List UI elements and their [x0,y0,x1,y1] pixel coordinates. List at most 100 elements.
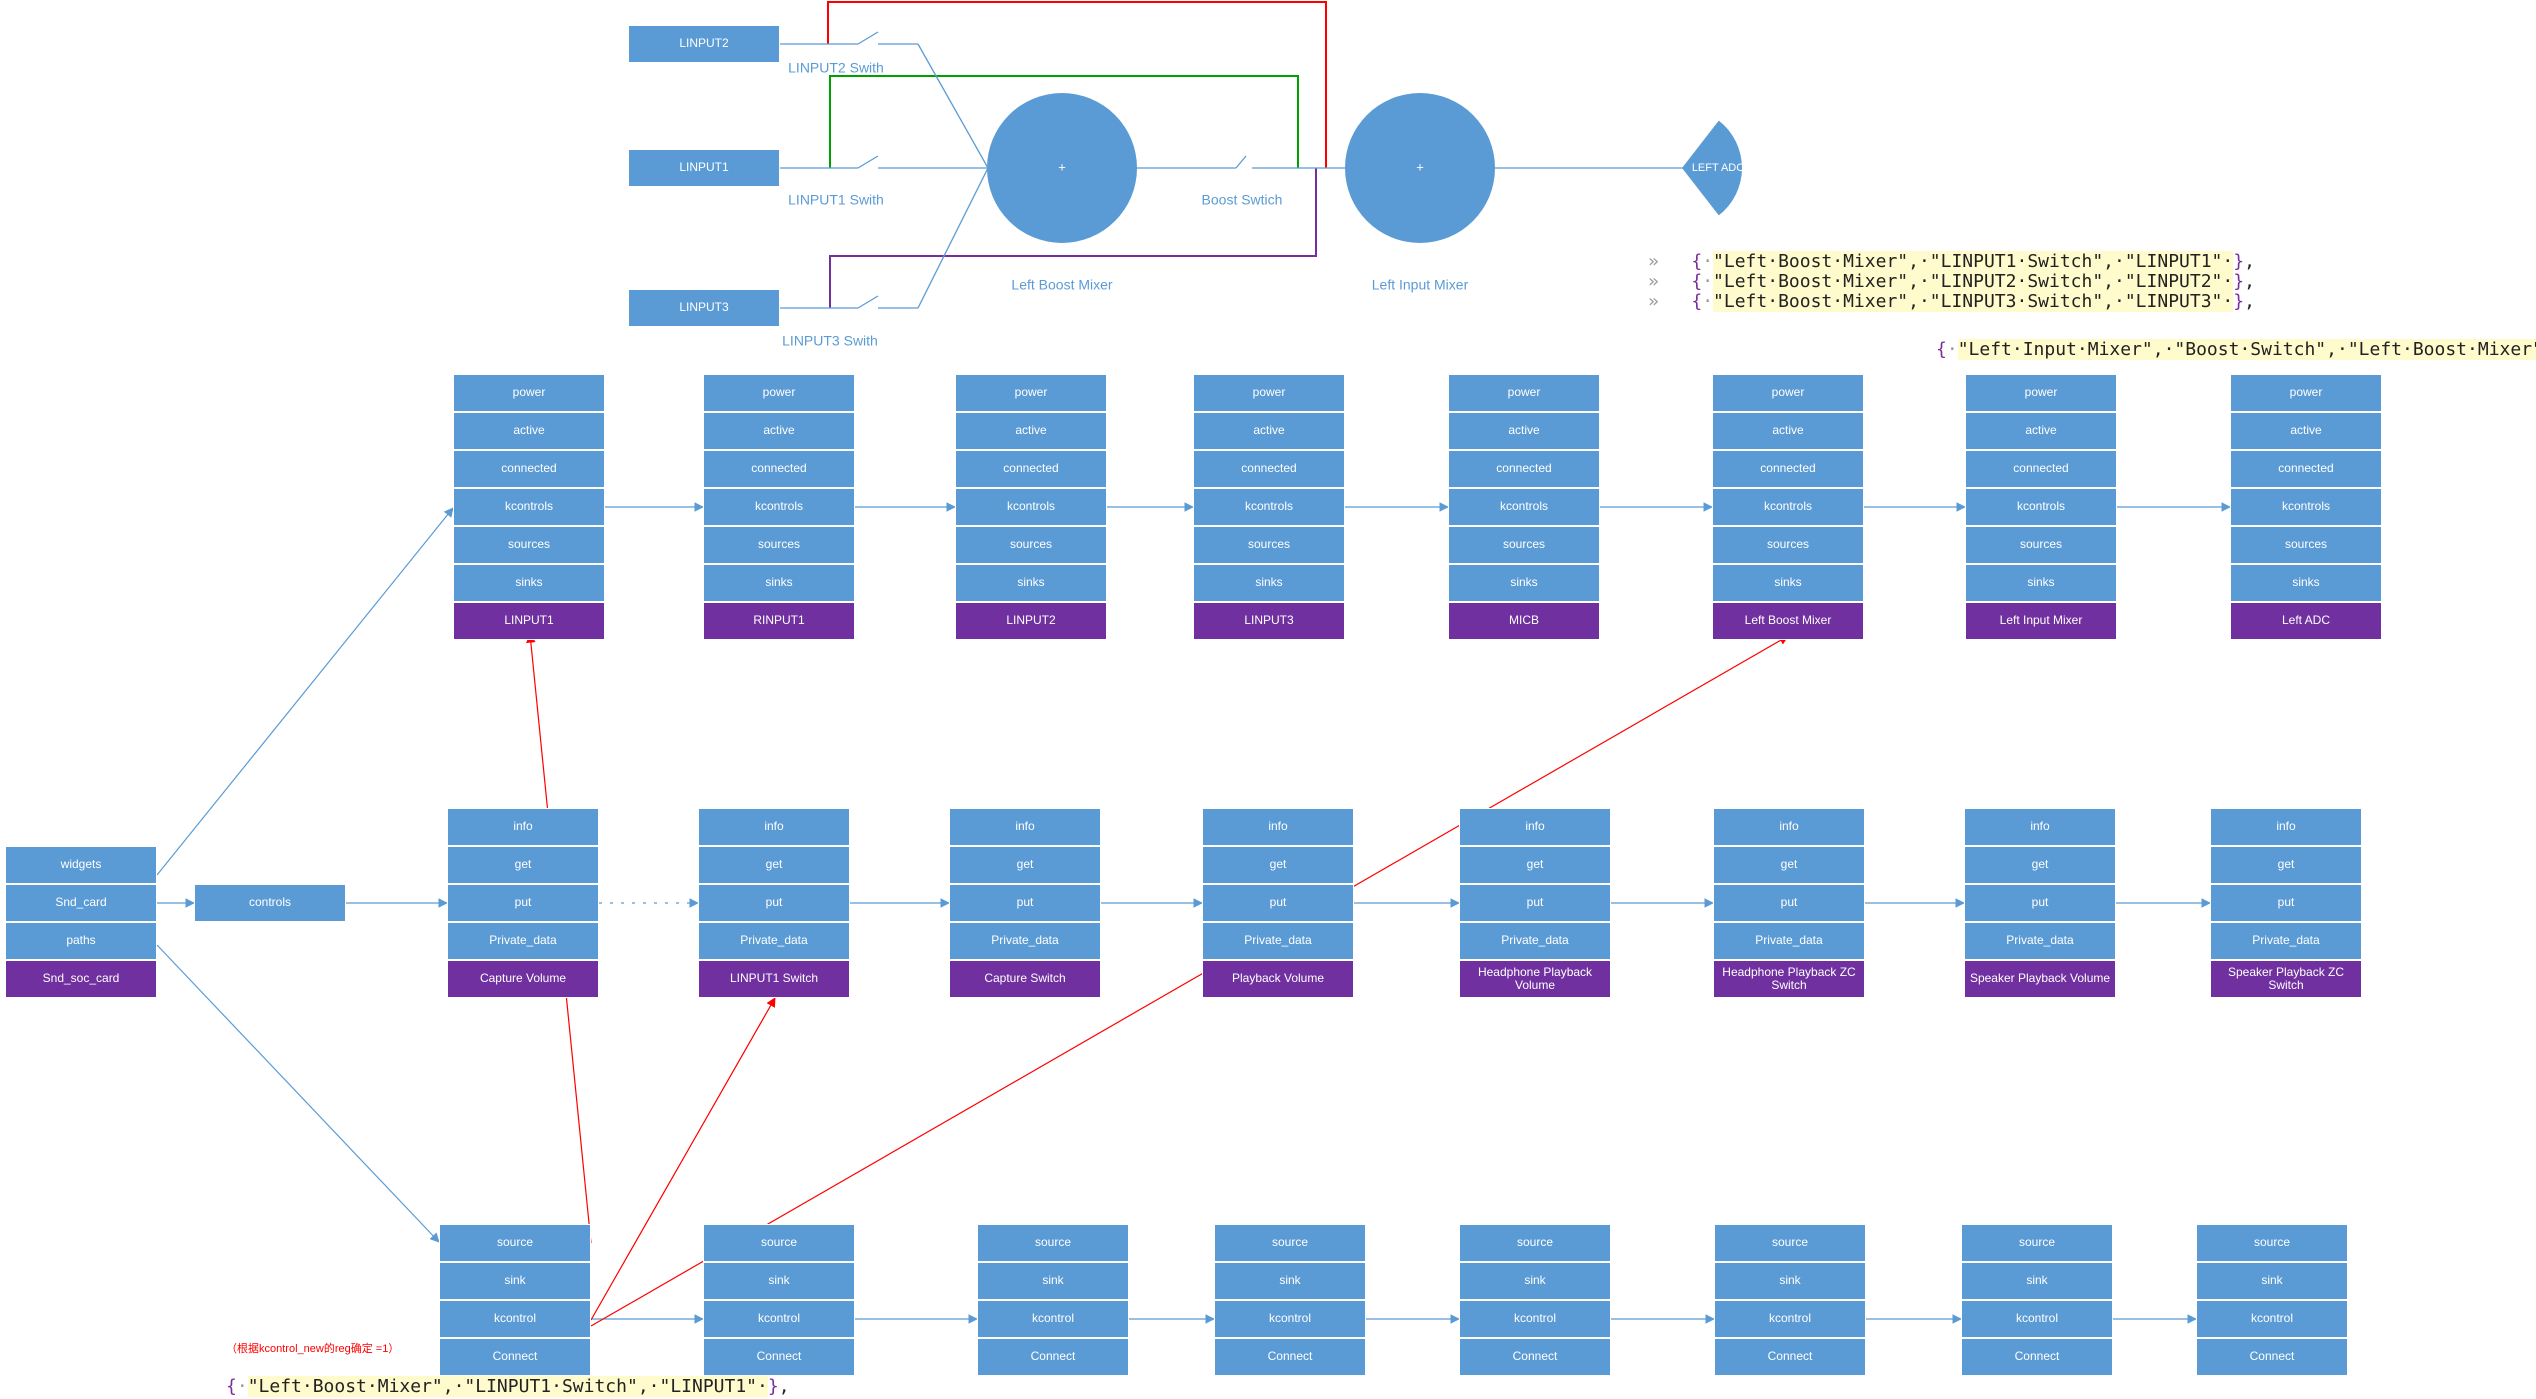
widget-left-input-mixer-field-active: active [1965,412,2117,450]
wire-green [829,75,1299,168]
left-adc-shape [1682,120,1743,216]
widget-left-input-mixer-name: Left Input Mixer [1965,602,2117,640]
widget-linput3-field-kcontrols: kcontrols [1193,488,1345,526]
path-6-field-source: source [1714,1224,1866,1262]
card-field-paths: paths [5,922,157,960]
widget-left-boost-mixer-field-active: active [1712,412,1864,450]
widget-linput2-name: LINPUT2 [955,602,1107,640]
bottom-route-code: {·"Left·Boost·Mixer",·"LINPUT1·Switch",·… [226,1376,790,1397]
widget-linput2-field-connected: connected [955,450,1107,488]
widget-left-adc-field-sinks: sinks [2230,564,2382,602]
path-4-field-connect: Connect [1214,1338,1366,1376]
card-field-snd-card: Snd_card [5,884,157,922]
widget-linput1-field-kcontrols: kcontrols [453,488,605,526]
mixer-feed-linput3 [917,167,989,309]
widget-linput1-field-connected: connected [453,450,605,488]
control-headphone-playback-volume-field-private_data: Private_data [1459,922,1611,960]
path-7-field-kcontrol: kcontrol [1961,1300,2113,1338]
control-capture-switch-name: Capture Switch [949,960,1101,998]
control-capture-volume-field-private_data: Private_data [447,922,599,960]
route-code-line-1: » {·"Left·Boost·Mixer",·"LINPUT1·Switch"… [1648,251,2255,272]
boost-switch-label: Boost Swtich [1202,192,1283,208]
widget-linput3-field-sinks: sinks [1193,564,1345,602]
control-capture-volume-field-info: info [447,808,599,846]
path-2-field-connect: Connect [703,1338,855,1376]
widget-rinput1-field-kcontrols: kcontrols [703,488,855,526]
control-headphone-playback-zc-switch-field-put: put [1713,884,1865,922]
control-speaker-playback-zc-switch-field-info: info [2210,808,2362,846]
widget-rinput1-field-active: active [703,412,855,450]
widget-left-input-mixer-field-kcontrols: kcontrols [1965,488,2117,526]
widget-linput1-field-power: power [453,374,605,412]
path-3-field-sink: sink [977,1262,1129,1300]
widget-linput3-name: LINPUT3 [1193,602,1345,640]
path-1-field-source: source [439,1224,591,1262]
linput2-switch-label: LINPUT2 Swith [788,60,884,76]
control-headphone-playback-zc-switch-name: Headphone Playback ZC Switch [1713,960,1865,998]
control-headphone-playback-volume-field-get: get [1459,846,1611,884]
control-headphone-playback-volume-field-info: info [1459,808,1611,846]
card-field-widgets: widgets [5,846,157,884]
widget-linput2-field-active: active [955,412,1107,450]
path-1-field-connect: Connect [439,1338,591,1376]
boost-switch-blade [1235,155,1247,169]
path-6-field-sink: sink [1714,1262,1866,1300]
widget-linput2-field-sinks: sinks [955,564,1107,602]
widget-micb-field-sources: sources [1448,526,1600,564]
path-8-field-connect: Connect [2196,1338,2348,1376]
path-4-field-kcontrol: kcontrol [1214,1300,1366,1338]
widget-left-boost-mixer-field-sinks: sinks [1712,564,1864,602]
widget-left-boost-mixer-field-connected: connected [1712,450,1864,488]
path-4-field-sink: sink [1214,1262,1366,1300]
widget-left-input-mixer-field-connected: connected [1965,450,2117,488]
path-7-field-sink: sink [1961,1262,2113,1300]
widget-rinput1-field-sinks: sinks [703,564,855,602]
left-input-mixer-circle [1345,93,1495,243]
control-linput1-switch-field-info: info [698,808,850,846]
card-controls-box: controls [194,884,346,922]
widget-linput1-field-active: active [453,412,605,450]
left-boost-mixer-label: Left Boost Mixer [1011,277,1112,293]
card-title: Snd_soc_card [5,960,157,998]
widget-left-input-mixer-field-power: power [1965,374,2117,412]
control-headphone-playback-zc-switch-field-info: info [1713,808,1865,846]
widget-rinput1-field-connected: connected [703,450,855,488]
widget-left-adc-field-kcontrols: kcontrols [2230,488,2382,526]
card-to-widgets-arrow [156,507,454,876]
widget-rinput1-field-sources: sources [703,526,855,564]
path-8-field-source: source [2196,1224,2348,1262]
widget-left-adc-field-active: active [2230,412,2382,450]
path-1-field-kcontrol: kcontrol [439,1300,591,1338]
control-headphone-playback-zc-switch-field-get: get [1713,846,1865,884]
pointer-sink-to-left-boost-mixer [590,635,1789,1327]
path-3-field-source: source [977,1224,1129,1262]
linput1-switch-label: LINPUT1 Swith [788,192,884,208]
route-code-line-4: {·"Left·Input·Mixer",·"Boost·Switch",·"L… [1936,339,2536,360]
widget-left-adc-field-sources: sources [2230,526,2382,564]
path-6-field-kcontrol: kcontrol [1714,1300,1866,1338]
control-speaker-playback-volume-name: Speaker Playback Volume [1964,960,2116,998]
control-speaker-playback-volume-field-private_data: Private_data [1964,922,2116,960]
widget-linput1-name: LINPUT1 [453,602,605,640]
widget-linput2-field-sources: sources [955,526,1107,564]
widget-left-adc-field-power: power [2230,374,2382,412]
path-5-field-connect: Connect [1459,1338,1611,1376]
path-5-field-source: source [1459,1224,1611,1262]
widget-left-input-mixer-field-sinks: sinks [1965,564,2117,602]
widget-left-boost-mixer-field-power: power [1712,374,1864,412]
control-headphone-playback-volume-field-put: put [1459,884,1611,922]
widget-rinput1-name: RINPUT1 [703,602,855,640]
path-8-field-sink: sink [2196,1262,2348,1300]
left-adc-label: LEFT ADC [1692,162,1744,174]
switch-blade-linput2 [857,31,879,45]
control-playback-volume-field-put: put [1202,884,1354,922]
widget-rinput1-field-power: power [703,374,855,412]
input-box-linput3: LINPUT3 [628,289,780,327]
control-linput1-switch-name: LINPUT1 Switch [698,960,850,998]
path-2-field-sink: sink [703,1262,855,1300]
mixer-feed-linput2 [917,43,989,169]
control-linput1-switch-field-private_data: Private_data [698,922,850,960]
path-8-field-kcontrol: kcontrol [2196,1300,2348,1338]
control-capture-switch-field-info: info [949,808,1101,846]
